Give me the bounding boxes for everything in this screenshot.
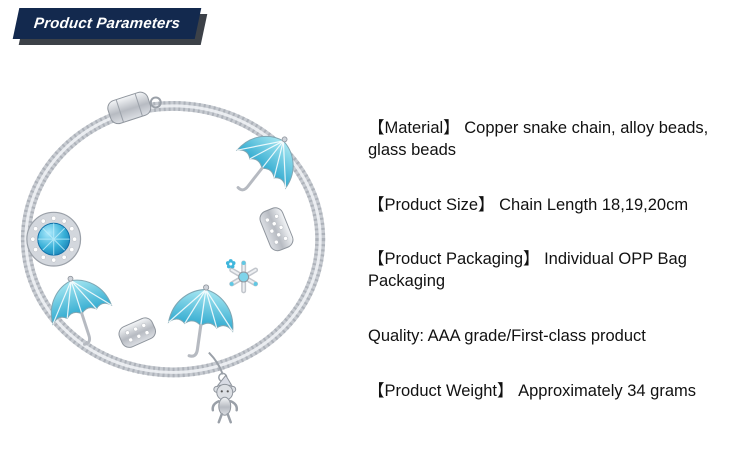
spec-size: 【Product Size】 Chain Length 18,19,20cm [368, 195, 689, 214]
barrel-clasp [107, 91, 162, 125]
snake-chain [20, 100, 326, 378]
spec-weight: 【Product Weight】 Approximately 34 grams [368, 381, 696, 400]
crystal-bead-charm [26, 211, 82, 267]
spec-packaging: 【Product Packaging】 Individual OPP Bag P… [368, 250, 687, 291]
umbrella-charm-bottom [162, 278, 241, 363]
banner-label: Product Parameters [32, 15, 181, 32]
pave-bead-right [259, 207, 294, 252]
mascot-charm [208, 351, 239, 424]
snowflake-charm [229, 260, 259, 294]
specs-list: 【Material】 Copper snake chain, alloy bea… [368, 118, 734, 402]
flower-bead [225, 259, 236, 269]
spec-material: 【Material】 Copper snake chain, alloy bea… [368, 119, 709, 159]
product-parameters-banner: Product Parameters [12, 8, 208, 45]
spec-quality: Quality: AAA grade/First-class product [368, 326, 646, 345]
pave-bead-bottom [118, 317, 156, 348]
banner-ribbon: Product Parameters [12, 8, 202, 39]
bracelet-photo [20, 91, 326, 424]
